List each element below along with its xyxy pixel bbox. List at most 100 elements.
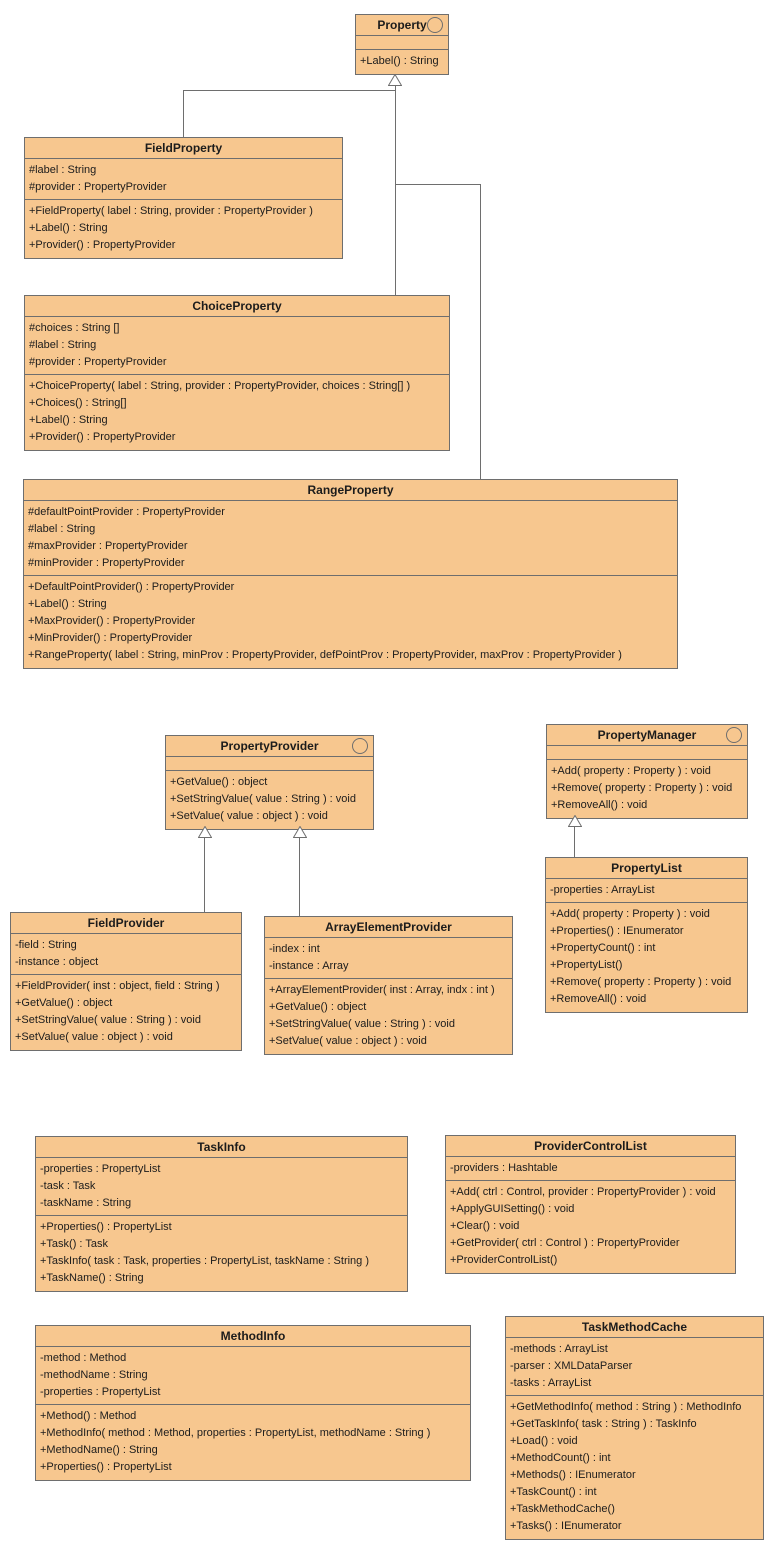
interface-icon — [427, 17, 443, 33]
member-row: +ApplyGUISetting() : void — [450, 1203, 575, 1215]
member-row: +SetStringValue( value : String ) : void — [269, 1018, 455, 1030]
class-rangeproperty[interactable]: RangeProperty #defaultPointProvider : Pr… — [23, 479, 678, 669]
methods-compartment: +Method() : Method+MethodInfo( method : … — [36, 1405, 470, 1480]
member-row: +MinProvider() : PropertyProvider — [28, 632, 193, 644]
methods-compartment: +Properties() : PropertyList +Task() : Ta… — [36, 1216, 407, 1291]
generalization-line-propertylist — [574, 827, 575, 857]
member-row: +SetValue( value : object ) : void — [15, 1031, 173, 1043]
member-row: +Clear() : void — [450, 1220, 520, 1232]
member-row: +GetValue() : object — [269, 1001, 367, 1013]
member-row: -methods : ArrayList — [510, 1343, 608, 1355]
class-property[interactable]: Property +Label() : String — [355, 14, 449, 75]
member-row: +MethodInfo( method : Method, properties… — [40, 1427, 431, 1439]
member-row: +MethodName() : String — [40, 1444, 158, 1456]
generalization-arrow-property — [387, 73, 403, 86]
member-row: +ChoiceProperty( label : String, provide… — [29, 380, 411, 392]
class-title: PropertyManager — [547, 725, 747, 746]
methods-compartment: +FieldProvider( inst : object, field : S… — [11, 975, 241, 1050]
member-row: +TaskInfo( task : Task, properties : Pro… — [40, 1255, 370, 1267]
class-title: PropertyProvider — [166, 736, 373, 757]
methods-compartment: +DefaultPointProvider() : PropertyProvid… — [24, 576, 677, 668]
member-row: +GetProvider( ctrl : Control ) : Propert… — [450, 1237, 680, 1249]
member-row: +Add( property : Property ) : void — [551, 765, 711, 777]
class-title: RangeProperty — [24, 480, 677, 501]
member-row: -properties : PropertyList — [40, 1163, 161, 1175]
member-row: +RangeProperty( label : String, minProv … — [28, 649, 622, 661]
member-row: #provider : PropertyProvider — [29, 356, 167, 368]
member-row: +Tasks() : IEnumerator — [510, 1520, 622, 1532]
attributes-compartment: #label : String#provider : PropertyProvi… — [25, 159, 342, 200]
methods-compartment: +ArrayElementProvider( inst : Array, ind… — [265, 979, 512, 1054]
class-methodinfo[interactable]: MethodInfo -method : Method-methodName :… — [35, 1325, 471, 1481]
attributes-compartment: #choices : String [] #label : String #prov… — [25, 317, 449, 375]
member-row: +Properties() : PropertyList — [40, 1461, 172, 1473]
attributes-compartment: -field : String-instance : object — [11, 934, 241, 975]
member-row: #provider : PropertyProvider — [29, 181, 167, 193]
member-row: +MaxProvider() : PropertyProvider — [28, 615, 196, 627]
class-taskmethodcache[interactable]: TaskMethodCache -methods : ArrayList -par… — [505, 1316, 764, 1540]
member-row: +PropertyCount() : int — [550, 942, 656, 954]
class-arrayelementprovider[interactable]: ArrayElementProvider -index : int -instan… — [264, 916, 513, 1055]
class-fieldproperty[interactable]: FieldProperty #label : String#provider :… — [24, 137, 343, 259]
class-fieldprovider[interactable]: FieldProvider -field : String-instance :… — [10, 912, 242, 1051]
member-row: +Label() : String — [28, 598, 107, 610]
member-row: -index : int — [269, 943, 320, 955]
member-row: +Task() : Task — [40, 1238, 108, 1250]
member-row: +Label() : String — [360, 55, 439, 67]
generalization-arrow-arrayelementprovider — [292, 825, 308, 838]
member-row: -tasks : ArrayList — [510, 1377, 592, 1389]
member-row: +Choices() : String[] — [29, 397, 127, 409]
member-row: +SetValue( value : object ) : void — [170, 810, 328, 822]
member-row: -providers : Hashtable — [450, 1162, 558, 1174]
attributes-compartment — [356, 36, 448, 50]
class-title: TaskMethodCache — [506, 1317, 763, 1338]
member-row: +TaskCount() : int — [510, 1486, 597, 1498]
class-title: ArrayElementProvider — [265, 917, 512, 938]
member-row: #label : String — [28, 523, 96, 535]
attributes-compartment: -index : int -instance : Array — [265, 938, 512, 979]
generalization-line-rangeproperty — [480, 184, 481, 479]
member-row: +RemoveAll() : void — [550, 993, 647, 1005]
methods-compartment: +Add( property : Property ) : void +Remov… — [547, 760, 747, 818]
class-propertyprovider[interactable]: PropertyProvider +GetValue() : object+Se… — [165, 735, 374, 830]
member-row: -instance : object — [15, 956, 99, 968]
member-row: -properties : PropertyList — [40, 1386, 161, 1398]
class-propertymanager[interactable]: PropertyManager +Add( property : Propert… — [546, 724, 748, 819]
interface-icon — [352, 738, 368, 754]
member-row: +ProviderControlList() — [450, 1254, 558, 1266]
member-row: #label : String — [29, 339, 97, 351]
attributes-compartment: -providers : Hashtable — [446, 1157, 735, 1181]
member-row: +PropertyList() — [550, 959, 623, 971]
class-title: ProviderControlList — [446, 1136, 735, 1157]
member-row: -methodName : String — [40, 1369, 148, 1381]
class-choiceproperty[interactable]: ChoiceProperty #choices : String [] #labe… — [24, 295, 450, 451]
member-row: +Remove( property : Property ) : void — [550, 976, 732, 988]
member-row: +Remove( property : Property ) : void — [551, 782, 733, 794]
attributes-compartment — [166, 757, 373, 771]
member-row: +Provider() : PropertyProvider — [29, 431, 176, 443]
member-row: +Provider() : PropertyProvider — [29, 239, 176, 251]
class-title: MethodInfo — [36, 1326, 470, 1347]
member-row: +SetValue( value : object ) : void — [269, 1035, 427, 1047]
member-row: +Properties() : IEnumerator — [550, 925, 684, 937]
generalization-arrow-fieldprovider — [197, 825, 213, 838]
member-row: +GetValue() : object — [15, 997, 113, 1009]
member-row: +Label() : String — [29, 222, 108, 234]
class-title: FieldProperty — [25, 138, 342, 159]
generalization-line-fieldproperty — [183, 90, 184, 137]
member-row: +MethodCount() : int — [510, 1452, 611, 1464]
methods-compartment: +Label() : String — [356, 50, 448, 74]
member-row: #choices : String [] — [29, 322, 120, 334]
class-title: FieldProvider — [11, 913, 241, 934]
member-row: -parser : XMLDataParser — [510, 1360, 633, 1372]
attributes-compartment: -method : Method-methodName : String-pro… — [36, 1347, 470, 1405]
member-row: +Properties() : PropertyList — [40, 1221, 172, 1233]
member-row: -instance : Array — [269, 960, 349, 972]
class-title: ChoiceProperty — [25, 296, 449, 317]
class-providercontrollist[interactable]: ProviderControlList -providers : Hashtab… — [445, 1135, 736, 1274]
class-taskinfo[interactable]: TaskInfo -properties : PropertyList-task… — [35, 1136, 408, 1292]
member-row: -properties : ArrayList — [550, 884, 655, 896]
class-propertylist[interactable]: PropertyList -properties : ArrayList +Ad… — [545, 857, 748, 1013]
class-title: PropertyList — [546, 858, 747, 879]
generalization-line-rangeproperty — [395, 184, 481, 185]
